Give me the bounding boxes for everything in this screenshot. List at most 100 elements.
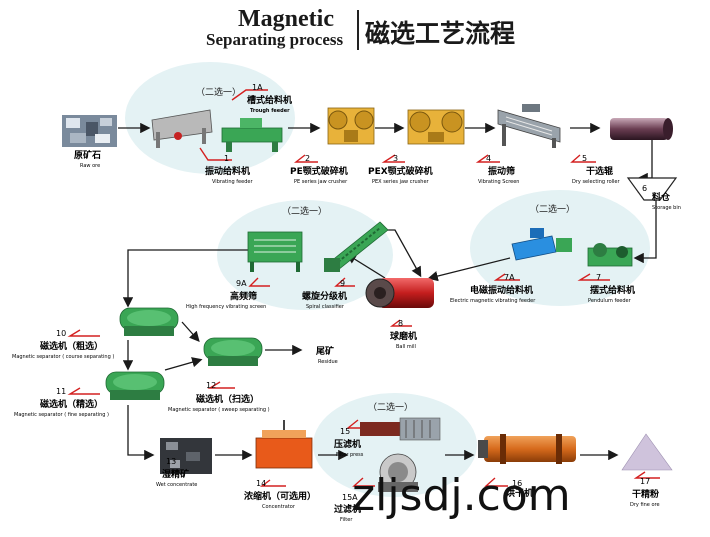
- choose-one-label-2: （二选一）: [530, 203, 575, 215]
- choose-one-label-1: （二选一）: [196, 86, 241, 98]
- node-en: Residue: [318, 359, 338, 365]
- node-num: 9A: [236, 279, 247, 288]
- node-num: 6: [642, 184, 647, 193]
- node-wet-concentrate: 13 湿精矿 Wet concentrate: [156, 457, 197, 488]
- raw-ore-icon: [62, 115, 117, 147]
- node-concentrator: 14 浓缩机（可选用） Concentrator: [244, 479, 316, 510]
- node-cn: 干选辊: [586, 165, 613, 177]
- vibrating-feeder-icon: [151, 109, 213, 148]
- node-en: PEX series jaw crusher: [372, 179, 430, 185]
- filter-press-icon: [360, 417, 441, 441]
- dry-fine-ore-icon: [621, 433, 673, 471]
- node-num: 8: [398, 319, 403, 328]
- node-num: 7: [596, 273, 601, 282]
- node-en: Concentrator: [262, 504, 296, 510]
- electromagnetic-feeder-icon: [511, 228, 572, 261]
- magnetic-separator-fine-icon: [105, 371, 165, 400]
- node-cn: 磁选机（精选）: [40, 398, 103, 410]
- node-en: Vibrating Screen: [478, 179, 519, 185]
- node-en: Vibrating feeder: [212, 179, 253, 185]
- node-cn: 压滤机: [334, 438, 361, 450]
- node-en: Electric magnetic vibrating feeder: [450, 298, 536, 304]
- node-residue: 尾矿 Residue: [315, 345, 338, 365]
- node-cn: 振动筛: [488, 165, 515, 177]
- node-en: Raw ore: [80, 163, 100, 169]
- node-num: 16: [512, 479, 522, 488]
- node-num: 11: [56, 387, 66, 396]
- node-cn: 料仓: [652, 191, 671, 203]
- node-raw-ore: 原矿石 Raw ore: [74, 149, 101, 169]
- node-storage-bin: 6 料仓 Storage bin: [642, 184, 681, 211]
- node-cn: PE颚式破碎机: [290, 165, 348, 177]
- title-en-line1: Magnetic: [238, 6, 334, 32]
- dry-selecting-roller-icon: [610, 118, 673, 140]
- node-dry-fine-ore: 17 干精粉 Dry fine ore: [630, 477, 660, 508]
- node-en: Dry selecting roller: [572, 179, 620, 185]
- node-cn: 过滤机: [334, 503, 361, 515]
- title-en-line2: Separating process: [206, 30, 344, 49]
- node-cn: 浓缩机（可选用）: [244, 490, 316, 502]
- node-cn: 磁选机（粗选）: [40, 340, 103, 352]
- node-pendulum-feeder: 7 摆式给料机 Pendulum feeder: [588, 273, 635, 304]
- pendulum-feeder-icon: [587, 243, 633, 267]
- node-cn: 摆式给料机: [590, 284, 635, 296]
- node-num: 2: [305, 154, 310, 163]
- node-en: Magnetic separator ( course separating ): [12, 354, 114, 360]
- node-cn: 振动给料机: [205, 165, 250, 177]
- node-num: 7A: [504, 273, 515, 282]
- node-filter: 15A 过滤机 Filter: [334, 493, 361, 523]
- node-num: 4: [486, 154, 491, 163]
- node-num: 12: [206, 381, 216, 390]
- node-cn: 尾矿: [315, 345, 334, 357]
- vibrating-screen-icon: [497, 104, 561, 148]
- label-leaders: [67, 89, 660, 487]
- watermark-text: zljsdj.com: [352, 470, 571, 521]
- concentrator-icon: [255, 420, 313, 469]
- node-cn: 球磨机: [390, 330, 417, 342]
- node-pe-jaw-crusher: 2 PE颚式破碎机 PE series jaw crusher: [290, 154, 348, 185]
- node-cn: 电磁振动给料机: [470, 284, 533, 296]
- node-num: 13: [166, 457, 176, 466]
- wet-concentrate-icon: [160, 438, 212, 474]
- bubble-9: [217, 200, 393, 310]
- node-en: PE series jaw crusher: [294, 179, 348, 185]
- node-num: 1: [224, 154, 229, 163]
- node-en: Pendulum feeder: [588, 298, 632, 304]
- node-num: 3: [393, 154, 398, 163]
- title-divider: [357, 10, 359, 50]
- node-en: Trough feeder: [250, 108, 290, 114]
- node-en: Filter press: [336, 452, 364, 458]
- node-electromagnetic-feeder: 7A 电磁振动给料机 Electric magnetic vibrating f…: [450, 273, 536, 304]
- node-magnetic-separator-rough: 10 磁选机（粗选） Magnetic separator ( course s…: [12, 329, 114, 360]
- node-en: Wet concentrate: [156, 482, 197, 488]
- node-en: Ball mill: [396, 344, 416, 350]
- choose-one-label-3: （二选一）: [282, 205, 327, 217]
- pex-jaw-crusher-icon: [407, 109, 465, 145]
- node-cn: 原矿石: [74, 149, 101, 161]
- ball-mill-icon: [365, 278, 434, 308]
- pe-jaw-crusher-icon: [327, 107, 375, 145]
- magnetic-separator-sweep-icon: [203, 337, 263, 366]
- node-num: 15: [340, 427, 350, 436]
- node-cn: 磁选机（扫选）: [196, 393, 259, 405]
- choose-one-label-4: （二选一）: [368, 401, 413, 413]
- node-cn: 槽式给料机: [247, 94, 292, 106]
- spiral-classifier-icon: [324, 221, 389, 272]
- node-num: 17: [640, 477, 650, 486]
- node-vibrating-screen: 4 振动筛 Vibrating Screen: [478, 154, 519, 185]
- node-en: High frequency vibrating screen: [186, 304, 266, 310]
- node-cn: 干精粉: [632, 488, 659, 500]
- node-num: 10: [56, 329, 66, 338]
- node-high-frequency-screen: 9A 高频筛 High frequency vibrating screen: [186, 279, 266, 310]
- node-en: Storage bin: [652, 205, 681, 211]
- storage-bin-icon: [626, 177, 678, 201]
- node-en: Spiral classifier: [306, 304, 345, 310]
- machines: [62, 104, 678, 492]
- node-en: Filter: [340, 517, 353, 523]
- node-num: 1A: [252, 83, 263, 92]
- node-magnetic-separator-sweep: 12 磁选机（扫选） Magnetic separator ( sweep se…: [168, 381, 270, 413]
- node-cn: 烘干机: [506, 487, 533, 499]
- node-labels: 原矿石 Raw ore 1 振动给料机 Vibrating feeder 1A …: [12, 83, 681, 523]
- node-ball-mill: 8 球磨机 Ball mill: [390, 319, 417, 350]
